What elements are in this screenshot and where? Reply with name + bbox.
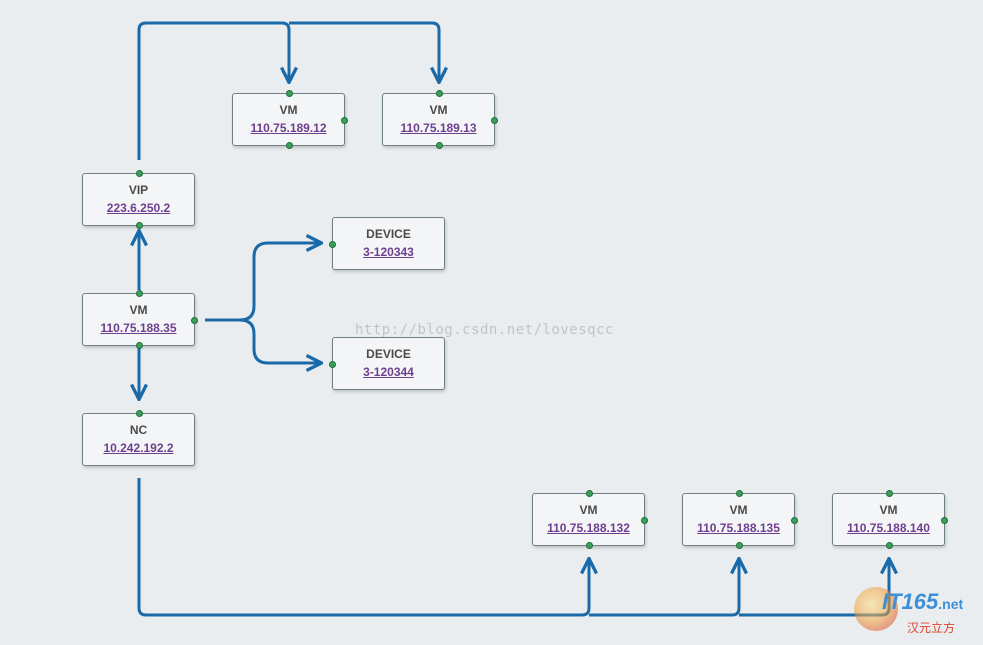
brand-logo-suffix: .net	[938, 596, 964, 612]
brand-tagline: 汉元立方	[907, 621, 956, 635]
node-vm-188-132[interactable]: VM 110.75.188.132	[532, 490, 648, 549]
connector-port-right[interactable]	[641, 516, 648, 524]
edge-vip-to-vm-189-13	[289, 21, 439, 81]
connector-port-top[interactable]	[885, 490, 893, 497]
connector-port-bottom[interactable]	[135, 222, 143, 229]
connector-port-top[interactable]	[135, 410, 143, 417]
node-address-link[interactable]: 110.75.188.140	[847, 521, 930, 535]
node-address-link[interactable]: 3-120344	[363, 365, 414, 379]
node-address-link[interactable]: 110.75.188.135	[697, 521, 780, 535]
node-device-2[interactable]: DEVICE 3-120344	[329, 337, 445, 390]
connector-port-bottom[interactable]	[735, 542, 743, 549]
node-type-label: VM	[279, 103, 298, 117]
edge-vm-188-35-to-device-2	[205, 318, 320, 363]
node-type-label: VM	[729, 503, 748, 517]
node-address-link[interactable]: 110.75.189.13	[400, 121, 477, 135]
node-address-link[interactable]: 110.75.188.132	[547, 521, 630, 535]
watermark-url: http://blog.csdn.net/lovesqcc	[355, 322, 614, 338]
connector-port-top[interactable]	[435, 90, 443, 97]
brand-logo: IT165.net 汉元立方	[852, 583, 980, 639]
connector-port-right[interactable]	[341, 116, 348, 124]
node-type-label: DEVICE	[366, 347, 411, 361]
node-address-link[interactable]: 110.75.189.12	[250, 121, 327, 135]
node-type-label: VM	[579, 503, 598, 517]
node-vm-188-35[interactable]: VM 110.75.188.35	[82, 290, 198, 349]
connector-port-right[interactable]	[941, 516, 948, 524]
node-vm-189-12[interactable]: VM 110.75.189.12	[232, 90, 348, 149]
connector-port-right[interactable]	[191, 316, 198, 324]
node-address-link[interactable]: 110.75.188.35	[100, 321, 177, 335]
connector-port-bottom[interactable]	[285, 142, 293, 149]
node-vm-189-13[interactable]: VM 110.75.189.13	[382, 90, 498, 149]
node-vm-188-135[interactable]: VM 110.75.188.135	[682, 490, 798, 549]
connector-port-bottom[interactable]	[435, 142, 443, 149]
connector-port-bottom[interactable]	[135, 342, 143, 349]
node-type-label: VM	[129, 303, 148, 317]
node-nc[interactable]: NC 10.242.192.2	[82, 410, 195, 466]
node-vip[interactable]: VIP 223.6.250.2	[82, 170, 195, 229]
edge-vip-to-vm-189-12	[137, 21, 289, 160]
node-type-label: VIP	[128, 183, 149, 197]
node-type-label: NC	[129, 423, 148, 437]
connector-port-left[interactable]	[329, 240, 336, 248]
node-type-label: DEVICE	[366, 227, 411, 241]
edge-nc-to-vm-188-135	[589, 560, 739, 617]
connector-port-right[interactable]	[491, 116, 498, 124]
connector-port-left[interactable]	[329, 360, 336, 368]
node-type-label: VM	[429, 103, 448, 117]
connector-port-right[interactable]	[791, 516, 798, 524]
node-address-link[interactable]: 223.6.250.2	[106, 201, 171, 215]
edge-vm-188-35-to-device-1	[205, 243, 320, 322]
node-type-label: VM	[879, 503, 898, 517]
connector-port-top[interactable]	[135, 170, 143, 177]
brand-emblem-icon	[854, 587, 898, 631]
connector-port-top[interactable]	[135, 290, 143, 297]
connector-port-bottom[interactable]	[885, 542, 893, 549]
brand-logo-text: IT165	[882, 589, 939, 614]
connector-port-top[interactable]	[585, 490, 593, 497]
connector-port-top[interactable]	[285, 90, 293, 97]
node-device-1[interactable]: DEVICE 3-120343	[329, 217, 445, 270]
connector-port-top[interactable]	[735, 490, 743, 497]
edge-nc-to-vm-188-132	[137, 478, 589, 617]
connector-port-bottom[interactable]	[585, 542, 593, 549]
node-address-link[interactable]: 3-120343	[363, 245, 414, 259]
node-address-link[interactable]: 10.242.192.2	[103, 441, 174, 455]
node-vm-188-140[interactable]: VM 110.75.188.140	[832, 490, 948, 549]
